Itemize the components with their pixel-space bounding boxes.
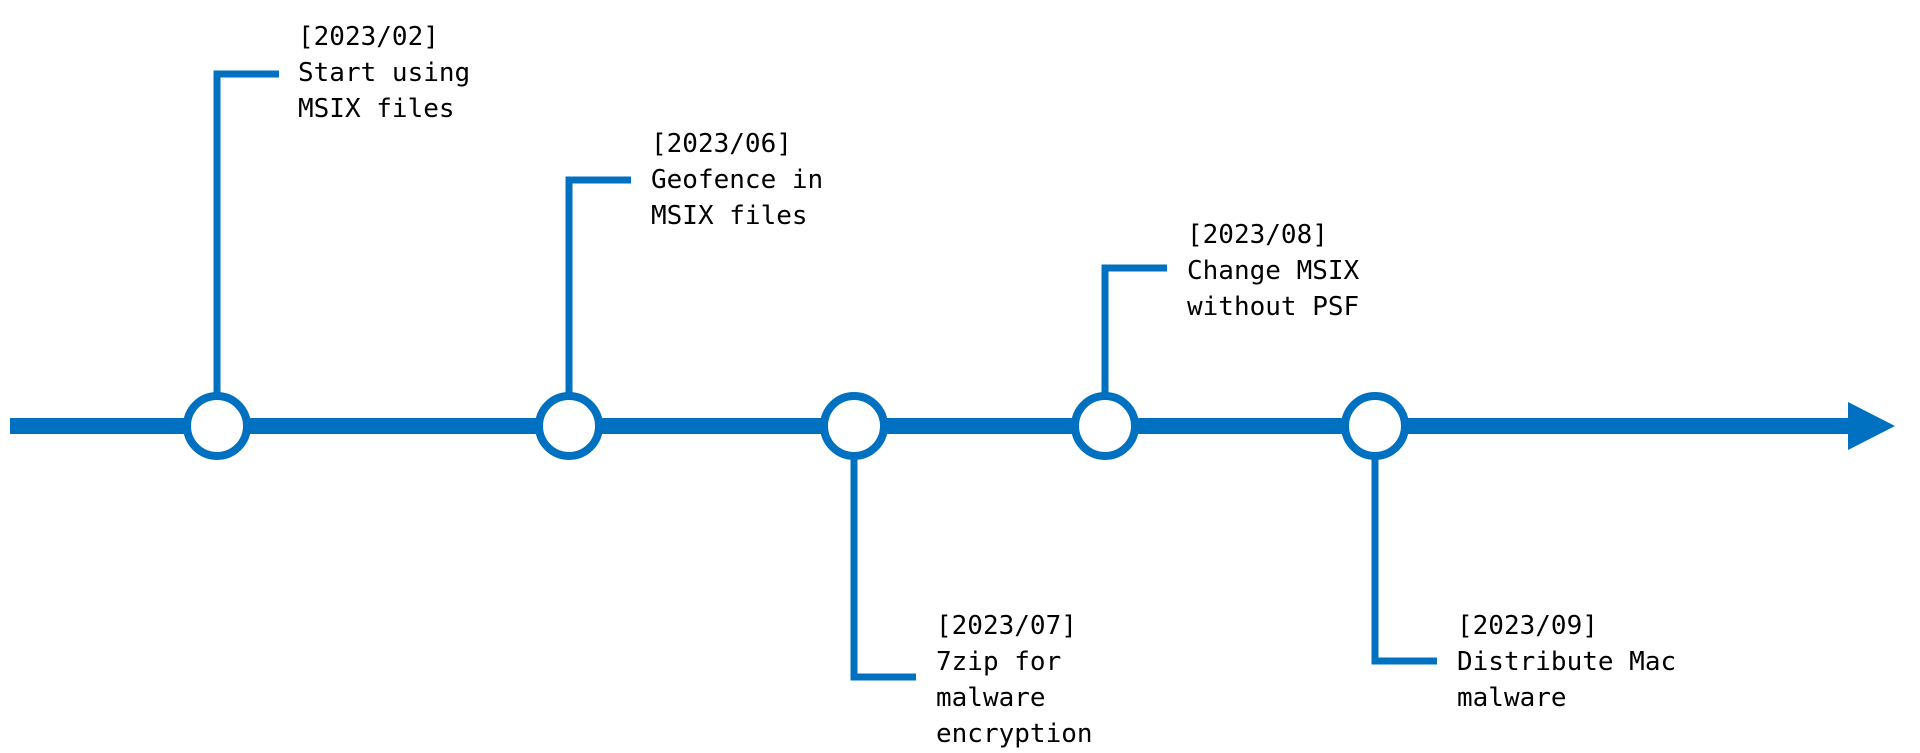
event-date: [2023/09] bbox=[1457, 611, 1598, 641]
event-label: MSIX files bbox=[651, 201, 808, 231]
event-label: without PSF bbox=[1187, 292, 1359, 322]
event-date: [2023/08] bbox=[1187, 220, 1328, 250]
event-connector bbox=[565, 176, 631, 396]
event-node bbox=[183, 392, 251, 460]
event-date: [2023/07] bbox=[936, 611, 1077, 641]
event-label: malware bbox=[936, 683, 1046, 713]
event-label: Distribute Mac bbox=[1457, 647, 1676, 677]
event-node bbox=[535, 392, 603, 460]
event-date: [2023/02] bbox=[298, 22, 439, 52]
event-label: Geofence in bbox=[651, 165, 823, 195]
event-label: encryption bbox=[936, 719, 1093, 749]
event-label: 7zip for bbox=[936, 647, 1061, 677]
timeline-arrowhead bbox=[1848, 402, 1895, 450]
event-label: malware bbox=[1457, 683, 1567, 713]
event-connector bbox=[213, 70, 279, 396]
event-connector bbox=[1371, 456, 1437, 665]
event-label: Start using bbox=[298, 58, 470, 88]
event-node bbox=[1071, 392, 1139, 460]
event-connector bbox=[850, 456, 916, 681]
event-node bbox=[820, 392, 888, 460]
event-label: Change MSIX bbox=[1187, 256, 1360, 286]
event-label: MSIX files bbox=[298, 94, 455, 124]
event-node bbox=[1341, 392, 1409, 460]
event-date: [2023/06] bbox=[651, 129, 792, 159]
event-connector bbox=[1101, 264, 1167, 396]
